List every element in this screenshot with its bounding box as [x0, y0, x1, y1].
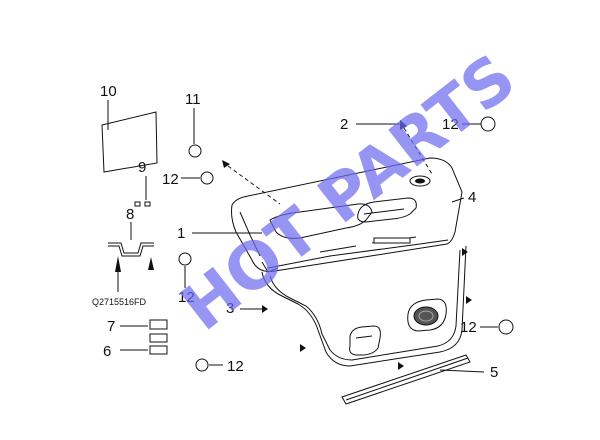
- felt-pad-6a: [149, 333, 168, 343]
- arrow-3: [262, 305, 268, 313]
- felt-pad-7: [149, 319, 168, 330]
- lower-pocket-trim-inner: [269, 249, 461, 361]
- panel-corner: [261, 261, 279, 273]
- callout-12-top: 12: [442, 116, 459, 133]
- callout-12-bottom: 12: [227, 358, 244, 375]
- screw-left: [115, 256, 121, 272]
- clip-arrow-2: [398, 362, 404, 370]
- callout-9: 9: [138, 159, 146, 176]
- callout-10: 10: [100, 83, 117, 100]
- armrest-pull: [269, 203, 373, 239]
- grommet-left: [200, 171, 214, 185]
- lower-handle-slot: [355, 335, 373, 339]
- callout-12-left: 12: [162, 171, 179, 188]
- insulation-pad: [101, 111, 158, 173]
- lower-grab-handle: [349, 325, 381, 356]
- lock-knob-center: [415, 178, 425, 184]
- leader-5: [439, 369, 485, 373]
- mounting-bracket-edge: [108, 245, 154, 257]
- panel-lower-crease: [267, 239, 449, 269]
- clip-arrow-1: [300, 344, 306, 352]
- speaker-grille-ring: [418, 310, 434, 322]
- grommet-mid: [178, 252, 192, 266]
- door-trim-panel: [231, 157, 463, 272]
- callout-4: 4: [468, 189, 476, 206]
- clip-arrow-3: [466, 296, 472, 304]
- speaker-grille: [413, 306, 439, 326]
- round-plug: [188, 144, 202, 158]
- grommet-right: [498, 319, 514, 335]
- callout-7: 7: [107, 318, 115, 335]
- callout-2: 2: [340, 116, 348, 133]
- panel-edge-fold: [239, 211, 261, 257]
- callout-6: 6: [103, 343, 111, 360]
- callout-1: 1: [177, 225, 185, 242]
- install-line-left: [227, 165, 281, 205]
- handle-inner: [363, 208, 405, 215]
- callout-12-mid: 12: [178, 289, 195, 306]
- handle-recess: [357, 197, 417, 223]
- felt-pad-6b: [149, 345, 168, 355]
- lower-pocket-trim: [261, 245, 467, 367]
- grommet-bottom: [195, 358, 209, 372]
- mounting-bracket: [108, 242, 154, 254]
- install-line-right: [403, 127, 433, 175]
- weatherstrip-edge: [345, 357, 469, 401]
- part-number-label: Q2715516FD: [92, 297, 147, 307]
- clip-small-1: [134, 201, 141, 207]
- callout-11: 11: [185, 91, 201, 108]
- leader-4: [451, 197, 465, 203]
- callout-8: 8: [126, 206, 134, 223]
- clip-small-2: [144, 201, 151, 207]
- callout-5: 5: [490, 364, 498, 381]
- switch-slot: [373, 237, 411, 244]
- callout-12-right: 12: [460, 319, 477, 336]
- callout-3: 3: [226, 300, 234, 317]
- speaker-housing: [407, 298, 447, 332]
- arrow-2: [400, 120, 407, 130]
- clip-arrow-5: [222, 160, 230, 168]
- screw-right: [148, 257, 154, 270]
- clip-arrow-4: [462, 248, 468, 256]
- grommet-top: [480, 116, 496, 132]
